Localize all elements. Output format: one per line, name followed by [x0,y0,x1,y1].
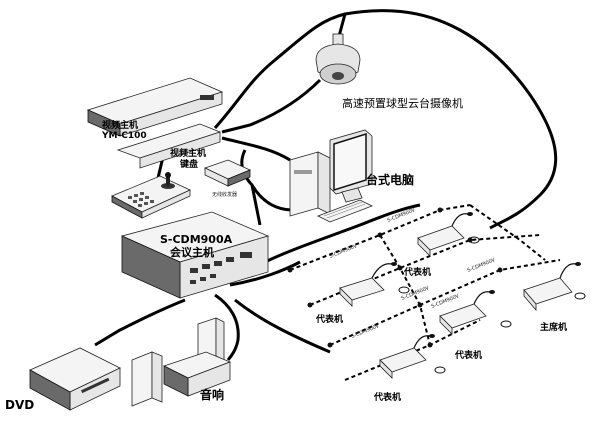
pc-drive [294,170,312,174]
video-host-label-line2: YM-C100 [101,131,147,141]
host-pc-cable [221,136,291,162]
chairman-label: 主席机 [540,321,567,333]
pc-tower-front [289,151,319,217]
video-host-side [87,109,121,137]
joystick-stick [166,176,170,186]
headphone [574,292,586,300]
cable-tag-4: S-CDM900V [467,257,497,274]
pc-keyboard-keys [323,201,366,219]
dvd-side [29,369,71,411]
wireless-label: 无线收发器 [212,191,237,198]
headphone [500,320,512,328]
camera-lens [332,72,344,80]
conf-host-ports [190,252,252,284]
pc-label: 台式电脑 [366,172,414,187]
pc-tower-side [317,151,331,215]
chain-mid [379,234,431,346]
conf-host-label-line1: S-CDM900A [160,233,233,246]
unit-front [339,287,353,307]
keyboard-label-line2: 键盘 [179,158,198,170]
video-host-port [200,95,214,100]
video-host [86,77,224,137]
wireless-side [227,169,251,187]
cable-tag-5: S-CDM900V [351,323,381,340]
keyboard-label-line1: 视频主机 [170,147,206,159]
video-host-label-line1: 视频主机 [102,119,138,131]
speaker-left-side [151,351,163,403]
camera-to-host-cable [221,78,322,134]
wireless-transceiver [203,159,252,187]
keyboard-front-2 [141,189,191,219]
delegate-unit-2 [417,212,480,257]
joystick-knob [165,172,171,178]
monitor-stand [341,187,363,203]
gooseneck-mic [451,213,469,227]
conf-host-side [121,235,181,299]
headphone [434,366,446,374]
delegate-unit-3 [439,290,512,335]
keyboard-keys [128,192,154,207]
unit-front [523,288,537,312]
mic-head [467,212,473,216]
gooseneck-mic [473,291,491,305]
dvd-player [29,347,121,411]
dvd-label: DVD [5,398,34,412]
headphone [398,286,410,294]
dome-camera [315,33,361,85]
speaker-right-side [215,317,225,361]
mic-head [489,290,495,294]
delegate-label-1: 代表机 [315,313,343,325]
unit-front [417,237,431,257]
conf-network-cable-2 [229,260,301,287]
amp-side [163,365,189,397]
lower-network-cable [234,298,331,354]
connector-dots [287,207,503,348]
camera-label: 高速预置球型云台摄像机 [342,96,463,110]
chain-2 [309,234,541,306]
delegate-unit-4 [379,334,446,379]
video-host-lower [116,123,222,169]
cable-tag-2: S-CDM900V [329,243,359,260]
speaker-left-front [131,351,153,407]
speaker-system [131,317,232,407]
speaker-label: 音响 [200,387,224,402]
gooseneck-mic [371,263,393,279]
delegate-label-4: 代表机 [373,391,401,403]
conf-network-cable [264,203,421,264]
conf-dvd-cable [94,298,186,347]
chain-right [469,204,546,261]
delegate-unit-1 [339,262,410,307]
desktop-pc [289,129,373,223]
gooseneck-mic [559,263,577,279]
gooseneck-mic [413,335,431,349]
chain-1 [289,204,471,271]
delegate-label-2: 代表机 [403,266,431,278]
dvd-tray [80,377,110,394]
mic-head [575,262,581,266]
monitor-screen [333,132,367,192]
mic-head [391,262,397,266]
control-keyboard [111,172,191,219]
mic-head [429,334,435,338]
conference-host [120,211,270,299]
unit-front [379,359,393,379]
unit-front [439,315,453,335]
delegate-label-3: 代表机 [454,349,482,361]
pc-conference-cable-2 [250,184,262,226]
chairman-unit [523,262,586,312]
conf-host-label-line2: 会议主机 [170,245,214,259]
cable-tag-6: S-CDM900V [431,293,461,310]
chain-3 [329,259,561,346]
camera-loop-cable [213,9,558,230]
video-host-lower-front [139,131,221,169]
conf-speaker-cable [214,293,240,361]
